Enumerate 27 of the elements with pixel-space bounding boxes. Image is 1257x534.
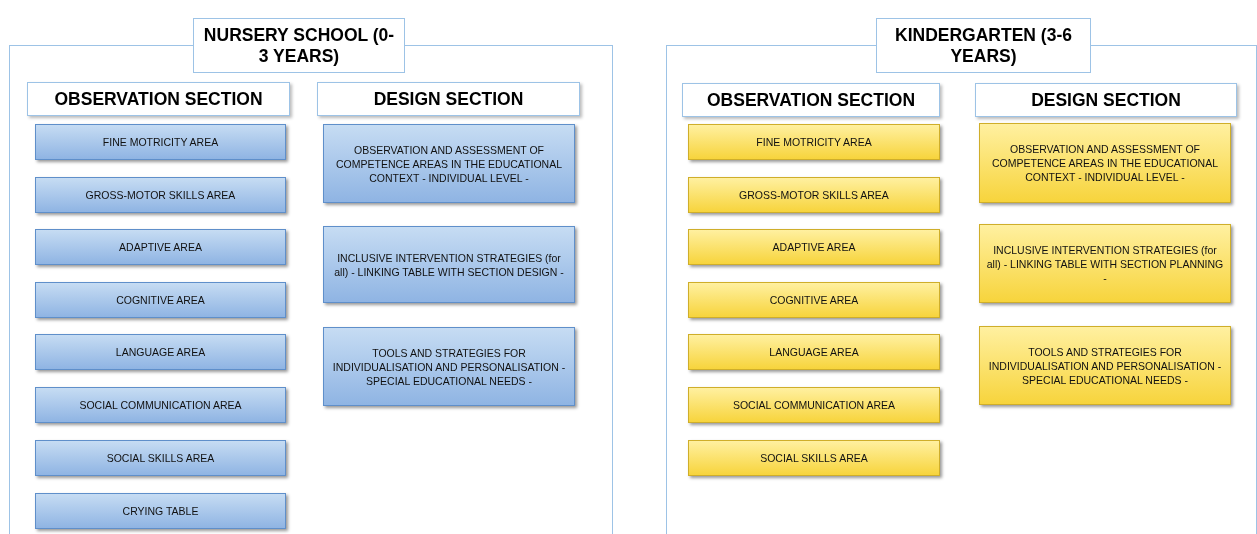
area-box: FINE MOTRICITY AREA [35, 124, 286, 160]
area-box: ADAPTIVE AREA [35, 229, 286, 265]
area-box: GROSS-MOTOR SKILLS AREA [35, 177, 286, 213]
panel-title: KINDERGARTEN (3-6 YEARS) [876, 18, 1091, 73]
section-header: OBSERVATION SECTION [27, 82, 290, 116]
section-header: OBSERVATION SECTION [682, 83, 940, 117]
area-box: OBSERVATION AND ASSESSMENT OF COMPETENCE AREAS IN THE EDUCATIONAL CONTEXT - INDIVIDUAL LEVEL - [323, 124, 575, 203]
area-box: GROSS-MOTOR SKILLS AREA [688, 177, 940, 213]
area-box: SOCIAL COMMUNICATION AREA [35, 387, 286, 423]
area-box: COGNITIVE AREA [688, 282, 940, 318]
area-box: LANGUAGE AREA [688, 334, 940, 370]
area-box: LANGUAGE AREA [35, 334, 286, 370]
area-box: SOCIAL SKILLS AREA [35, 440, 286, 476]
area-box: TOOLS AND STRATEGIES FOR INDIVIDUALISATION AND PERSONALISATION - SPECIAL EDUCATIONAL NEEDS - [323, 327, 575, 406]
area-box: ADAPTIVE AREA [688, 229, 940, 265]
area-box: SOCIAL SKILLS AREA [688, 440, 940, 476]
section-header: DESIGN SECTION [317, 82, 580, 116]
area-box: SOCIAL COMMUNICATION AREA [688, 387, 940, 423]
panel-title: NURSERY SCHOOL (0-3 YEARS) [193, 18, 405, 73]
area-box: FINE MOTRICITY AREA [688, 124, 940, 160]
area-box: INCLUSIVE INTERVENTION STRATEGIES (for all) - LINKING TABLE WITH SECTION DESIGN - [323, 226, 575, 303]
area-box: COGNITIVE AREA [35, 282, 286, 318]
area-box: CRYING TABLE [35, 493, 286, 529]
area-box: TOOLS AND STRATEGIES FOR INDIVIDUALISATION AND PERSONALISATION - SPECIAL EDUCATIONAL NEEDS - [979, 326, 1231, 405]
area-box: INCLUSIVE INTERVENTION STRATEGIES (for all) - LINKING TABLE WITH SECTION PLANNING - [979, 224, 1231, 303]
area-box: OBSERVATION AND ASSESSMENT OF COMPETENCE AREAS IN THE EDUCATIONAL CONTEXT - INDIVIDUAL LEVEL - [979, 123, 1231, 203]
section-header: DESIGN SECTION [975, 83, 1237, 117]
